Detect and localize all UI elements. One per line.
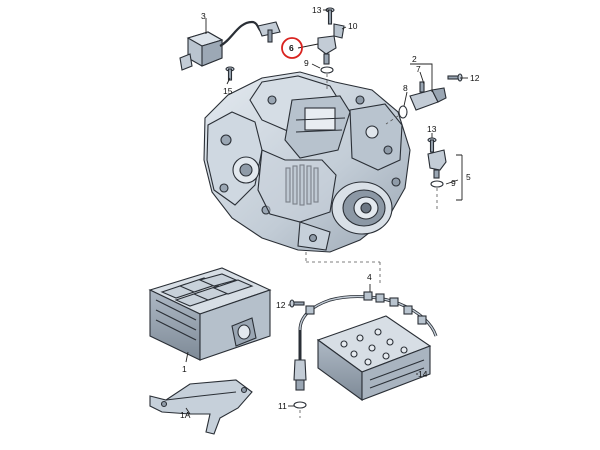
- o-ring-8: [398, 105, 408, 119]
- assembly-line-8: [385, 115, 399, 125]
- bolt-12-right: [447, 73, 463, 82]
- o-ring-9-top: [320, 66, 334, 74]
- gearbox-housing: [203, 71, 411, 253]
- callout-1: 1: [182, 364, 187, 374]
- highlight-ring: [281, 37, 303, 59]
- bracket-10: [333, 23, 345, 39]
- bolt-13-right: [427, 137, 437, 153]
- callout-10: 10: [348, 21, 358, 31]
- screw-15: [225, 66, 235, 81]
- callout-15: 15: [223, 86, 233, 96]
- callout-8: 8: [403, 83, 408, 93]
- callout-3: 3: [201, 11, 206, 21]
- callout-5: 5: [466, 172, 471, 182]
- wiring-harness-4: [293, 291, 438, 391]
- callout-14: 14: [418, 369, 428, 379]
- o-ring-9-right: [430, 180, 444, 188]
- valve-body-14: [316, 315, 432, 402]
- callout-labels: 3 15 13 10 6 9 2 7 8 12 13 5 9 4 12 1 14…: [180, 5, 480, 420]
- leader-lines: [185, 9, 468, 415]
- callout-12-lower: 12: [276, 300, 286, 310]
- callout-13-top: 13: [312, 5, 322, 15]
- callout-2: 2: [412, 54, 417, 64]
- sensor-5: [427, 149, 447, 179]
- sensor-with-cable: [179, 20, 281, 71]
- callout-9-right: 9: [451, 178, 456, 188]
- callout-7: 7: [416, 64, 421, 74]
- callout-9-top: 9: [304, 58, 309, 68]
- callout-6: 6: [289, 43, 294, 53]
- callout-13-right: 13: [427, 124, 437, 134]
- callout-11: 11: [278, 401, 287, 411]
- o-ring-11: [293, 401, 307, 409]
- callout-1a: 1A: [180, 410, 191, 420]
- sensor-assembly-7: [409, 81, 447, 111]
- callout-12-right: 12: [470, 73, 480, 83]
- bracket-1a: [149, 379, 253, 435]
- speed-sensor-6: [317, 35, 337, 65]
- callout-4: 4: [367, 272, 372, 282]
- bolt-12-lower: [289, 299, 305, 308]
- control-unit-1: [148, 267, 272, 361]
